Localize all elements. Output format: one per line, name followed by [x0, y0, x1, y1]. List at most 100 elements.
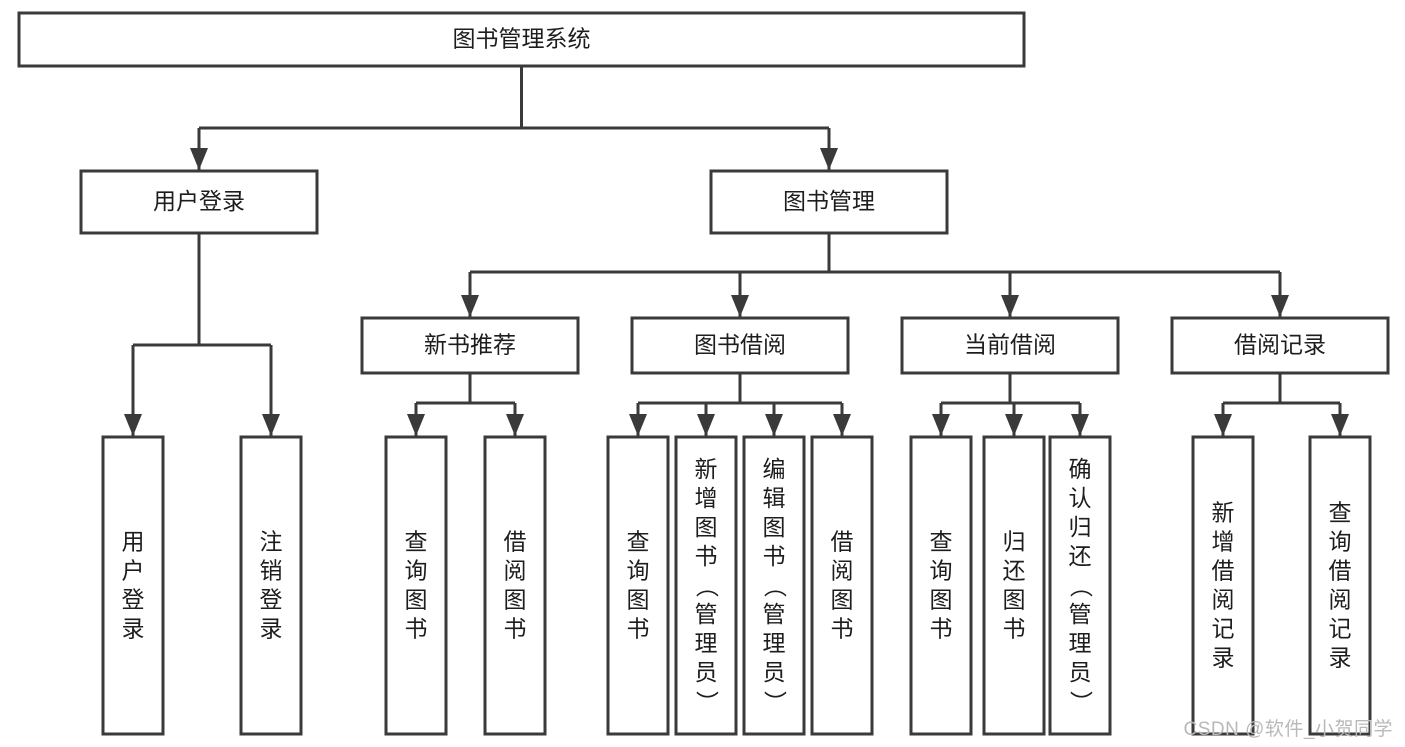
node-leaf-confirm-return-admin-label-char: 员	[1069, 659, 1092, 685]
node-leaf-confirm-return-admin-label-char: 归	[1069, 514, 1092, 540]
node-user-login-label: 用户登录	[153, 188, 245, 214]
node-leaf-user-login[interactable]: 用户登录	[101, 435, 165, 736]
connector-borrow-record-arrowhead	[1271, 295, 1289, 317]
connector-book-borrow-arrowhead	[731, 295, 749, 317]
node-leaf-add-book-admin-label-char: 员	[695, 659, 718, 685]
node-leaf-query-book-label-char: 图	[627, 587, 650, 613]
node-leaf-user-login-label-char: 用	[122, 529, 145, 555]
connector-leaf-borrow-book-recommend-arrowhead	[506, 414, 524, 436]
node-root-label: 图书管理系统	[453, 26, 591, 52]
node-leaf-user-login-label-char: 户	[122, 558, 145, 584]
node-leaf-user-login-box[interactable]	[101, 435, 165, 736]
connector-leaf-borrow-book-arrowhead	[833, 414, 851, 436]
node-borrow-record-label: 借阅记录	[1234, 332, 1326, 358]
node-leaf-query-book-label-char: 询	[627, 558, 650, 584]
node-book-management-box[interactable]	[709, 169, 949, 235]
node-leaf-borrow-book-box[interactable]	[810, 435, 874, 736]
node-leaf-return-book-box[interactable]	[982, 435, 1046, 736]
node-leaf-edit-book-admin-label-char: ）	[762, 691, 788, 714]
node-leaf-logout-label-char: 登	[260, 587, 283, 613]
node-current-borrow[interactable]: 当前借阅	[900, 316, 1120, 375]
node-root-box[interactable]	[17, 11, 1026, 68]
node-leaf-query-book-current-label-char: 查	[930, 529, 953, 555]
connector-leaf-return-book-arrowhead	[1005, 414, 1023, 436]
node-leaf-query-book-current-label-char: 书	[930, 616, 953, 642]
node-book-borrow-label: 图书借阅	[694, 332, 786, 358]
node-book-management[interactable]: 图书管理	[709, 169, 949, 235]
node-leaf-confirm-return-admin-label-char: 认	[1069, 485, 1092, 511]
node-book-borrow-box[interactable]	[630, 316, 850, 375]
node-leaf-add-borrow-record-label-char: 新	[1212, 500, 1235, 526]
node-leaf-confirm-return-admin-label-char: 理	[1069, 630, 1092, 656]
node-new-book-recommend[interactable]: 新书推荐	[360, 316, 580, 375]
node-leaf-confirm-return-admin-label-char: ）	[1068, 691, 1094, 714]
connector-leaf-query-book-recommend-arrowhead	[407, 414, 425, 436]
node-current-borrow-label: 当前借阅	[964, 332, 1056, 358]
node-leaf-user-login-label-char: 登	[122, 587, 145, 613]
node-leaf-logout-box[interactable]	[239, 435, 303, 736]
node-new-book-recommend-box[interactable]	[360, 316, 580, 375]
node-leaf-borrow-book-label-char: 书	[831, 616, 854, 642]
node-leaf-add-book-admin-label-char: （	[694, 575, 720, 598]
node-leaf-borrow-book-label-char: 借	[831, 529, 854, 555]
node-leaf-query-borrow-record-box[interactable]	[1308, 435, 1372, 736]
node-leaf-confirm-return-admin-box[interactable]	[1048, 435, 1112, 736]
node-leaf-edit-book-admin-label-char: 书	[763, 543, 786, 569]
node-leaf-return-book-label-char: 图	[1003, 587, 1026, 613]
connector-leaf-add-book-admin-arrowhead	[697, 414, 715, 436]
connector-leaf-add-borrow-record-arrowhead	[1214, 414, 1232, 436]
node-user-login-box[interactable]	[79, 169, 319, 235]
node-leaf-add-book-admin-label-char: 增	[695, 485, 718, 511]
node-leaf-confirm-return-admin-label-char: 还	[1069, 543, 1092, 569]
node-leaf-add-book-admin-label-char: 书	[695, 543, 718, 569]
node-leaf-edit-book-admin-label-char: 管	[763, 601, 786, 627]
node-book-borrow[interactable]: 图书借阅	[630, 316, 850, 375]
node-leaf-query-book-current-box[interactable]	[909, 435, 973, 736]
node-leaf-query-book-label-char: 查	[627, 529, 650, 555]
node-user-login[interactable]: 用户登录	[79, 169, 319, 235]
connector-leaf-confirm-return-admin-arrowhead	[1071, 414, 1089, 436]
node-leaf-confirm-return-admin-label-char: 确	[1069, 456, 1092, 482]
connector-user-login-arrowhead	[190, 148, 208, 170]
node-leaf-logout-label-char: 销	[260, 558, 283, 584]
node-leaf-add-borrow-record-label-char: 阅	[1212, 587, 1235, 613]
connector-book-management-arrowhead	[820, 148, 838, 170]
node-leaf-add-borrow-record-label-char: 记	[1212, 616, 1235, 642]
connector-leaf-user-login-arrowhead	[124, 414, 142, 436]
node-borrow-record-box[interactable]	[1170, 316, 1390, 375]
node-leaf-add-borrow-record-box[interactable]	[1191, 435, 1255, 736]
node-leaf-add-book-admin-box[interactable]	[674, 435, 738, 736]
node-leaf-query-book-recommend-box[interactable]	[384, 435, 448, 736]
connector-leaf-edit-book-admin-arrowhead	[765, 414, 783, 436]
node-current-borrow-box[interactable]	[900, 316, 1120, 375]
node-leaf-query-book-label-char: 书	[627, 616, 650, 642]
node-leaf-edit-book-admin-label-char: 辑	[763, 485, 786, 511]
node-leaf-add-borrow-record-label-char: 增	[1212, 529, 1235, 555]
node-leaf-borrow-book-recommend-box[interactable]	[483, 435, 547, 736]
node-root[interactable]: 图书管理系统	[17, 11, 1026, 68]
connector-leaf-logout-arrowhead	[262, 414, 280, 436]
node-leaf-user-login-label-char: 录	[122, 616, 145, 642]
node-leaf-borrow-book-recommend-label-char: 阅	[504, 558, 527, 584]
node-leaf-return-book-label-char: 书	[1003, 616, 1026, 642]
connector-leaf-query-book-current-arrowhead	[932, 414, 950, 436]
node-leaf-edit-book-admin-box[interactable]	[742, 435, 806, 736]
node-borrow-record[interactable]: 借阅记录	[1170, 316, 1390, 375]
node-leaf-borrow-book-recommend-label-char: 书	[504, 616, 527, 642]
node-leaf-edit-book-admin-label-char: 员	[763, 659, 786, 685]
node-leaf-query-book-box[interactable]	[606, 435, 670, 736]
